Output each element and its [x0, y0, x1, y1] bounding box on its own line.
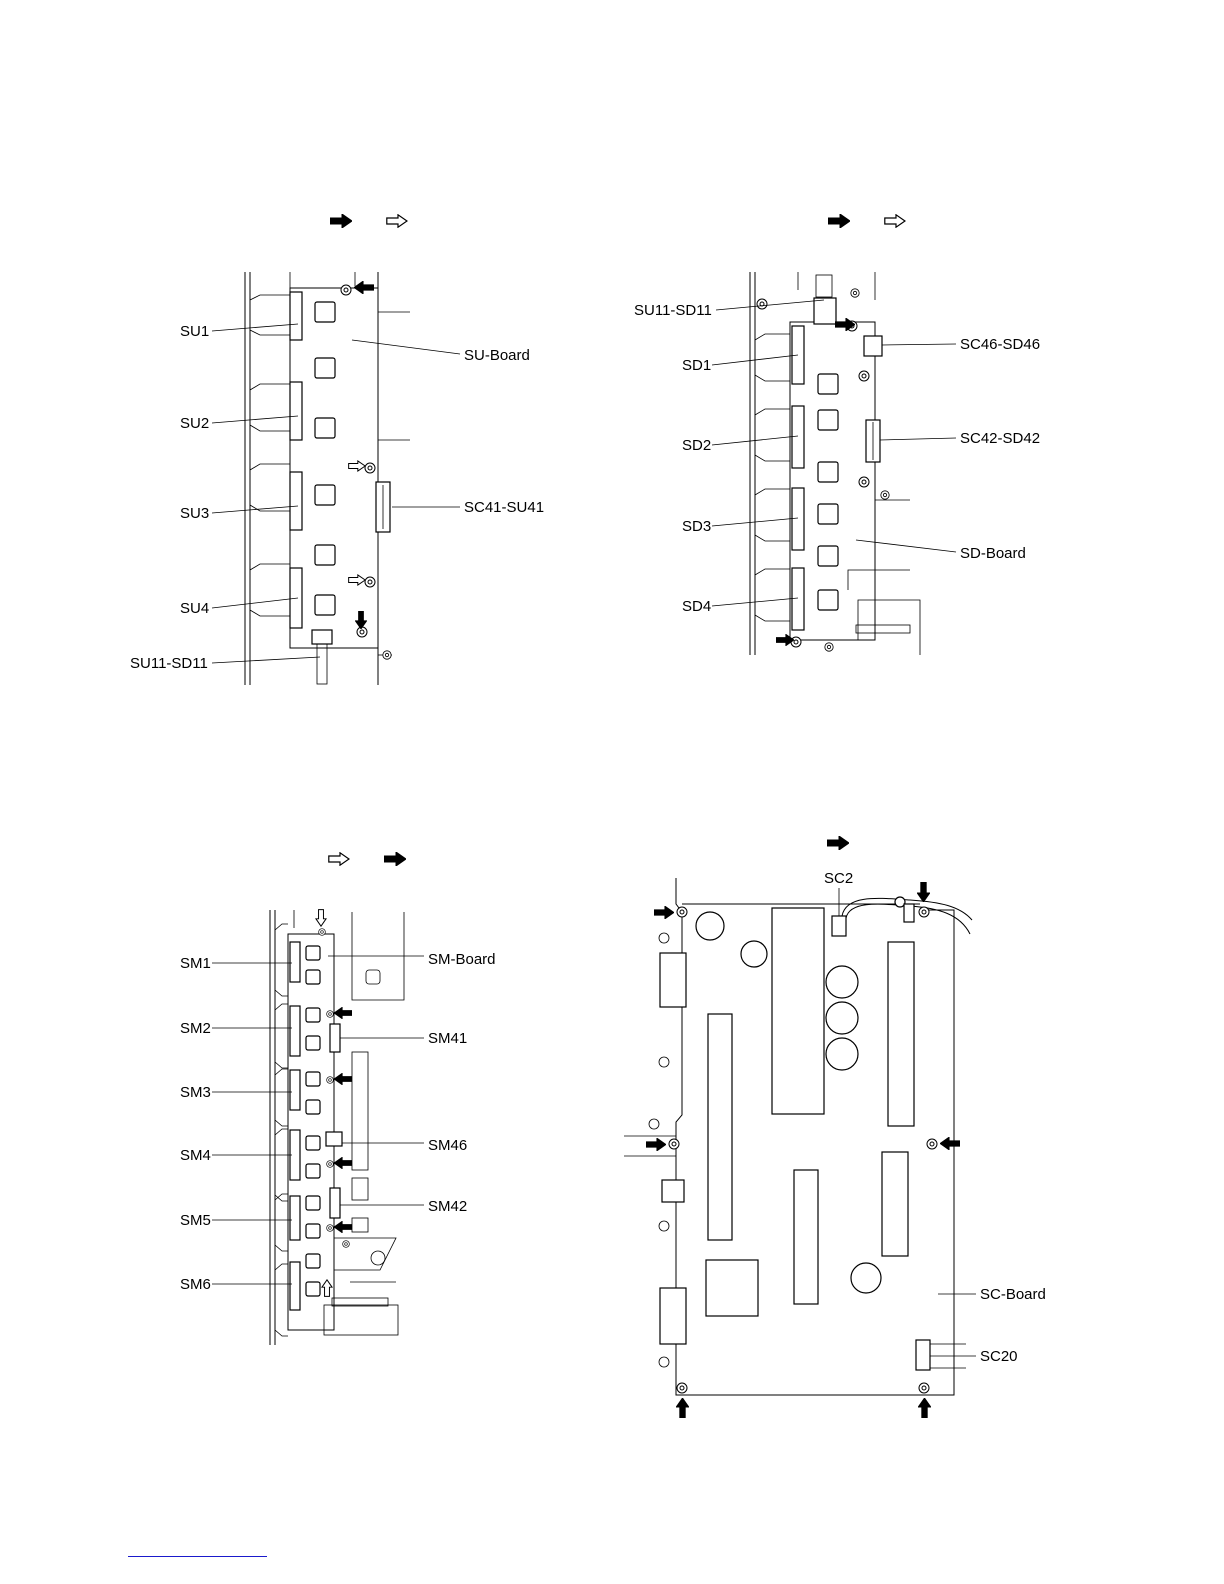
- sm6-label: SM6: [180, 1276, 211, 1293]
- sc46-sd46-label: SC46-SD46: [960, 336, 1040, 353]
- sd3-label: SD3: [682, 518, 711, 535]
- sm5-label: SM5: [180, 1212, 211, 1229]
- su1-label: SU1: [180, 323, 209, 340]
- su11-sd11-label: SU11-SD11: [130, 655, 208, 672]
- solid-arrow-icon: [384, 852, 406, 866]
- su11-sd11-label: SU11-SD11: [634, 302, 712, 319]
- sc42-sd42-label: SC42-SD42: [960, 430, 1040, 447]
- sm42-label: SM42: [428, 1198, 467, 1215]
- sd-board-panel: SU11-SD11 SD1 SD2 SD3 SD4 SC46-SD46 SC42…: [620, 200, 1080, 670]
- sm3-label: SM3: [180, 1084, 211, 1101]
- solid-arrow-icon: [828, 214, 850, 228]
- sm2-label: SM2: [180, 1020, 211, 1037]
- footer-link-underline: [128, 1556, 267, 1557]
- sm-board-panel: SM1 SM2 SM3 SM4 SM5 SM6 SM-Board SM41 SM…: [120, 830, 580, 1360]
- sd-board-diagram: SU11-SD11 SD1 SD2 SD3 SD4 SC46-SD46 SC42…: [620, 200, 1080, 670]
- sc20-label: SC20: [980, 1348, 1018, 1365]
- hollow-arrow-icon: [329, 853, 349, 865]
- sc41-su41-label: SC41-SU41: [464, 499, 544, 516]
- sm41-label: SM41: [428, 1030, 467, 1047]
- hollow-arrow-icon: [387, 215, 407, 227]
- su2-label: SU2: [180, 415, 209, 432]
- sc-board-label: SC-Board: [980, 1286, 1046, 1303]
- su4-label: SU4: [180, 600, 209, 617]
- sd1-label: SD1: [682, 357, 711, 374]
- sd4-label: SD4: [682, 598, 711, 615]
- su-board-label: SU-Board: [464, 347, 530, 364]
- sm-board-label: SM-Board: [428, 951, 496, 968]
- sm46-label: SM46: [428, 1137, 467, 1154]
- su-board-panel: SU1 SU2 SU3 SU4 SU11-SD11 SU-Board SC41-…: [120, 200, 580, 700]
- sc2-label: SC2: [824, 870, 853, 887]
- sc-board-panel: SC2 SC-Board SC20: [620, 820, 1080, 1430]
- su-board-diagram: SU1 SU2 SU3 SU4 SU11-SD11 SU-Board SC41-…: [120, 200, 580, 700]
- hollow-arrow-icon: [885, 215, 905, 227]
- sm1-label: SM1: [180, 955, 211, 972]
- su3-label: SU3: [180, 505, 209, 522]
- sc-board-diagram: SC2 SC-Board SC20: [620, 820, 1080, 1430]
- sm-board-diagram: SM1 SM2 SM3 SM4 SM5 SM6 SM-Board SM41 SM…: [120, 830, 580, 1360]
- sm4-label: SM4: [180, 1147, 211, 1164]
- solid-arrow-icon: [330, 214, 352, 228]
- solid-arrow-icon: [827, 836, 849, 850]
- sd2-label: SD2: [682, 437, 711, 454]
- sd-board-label: SD-Board: [960, 545, 1026, 562]
